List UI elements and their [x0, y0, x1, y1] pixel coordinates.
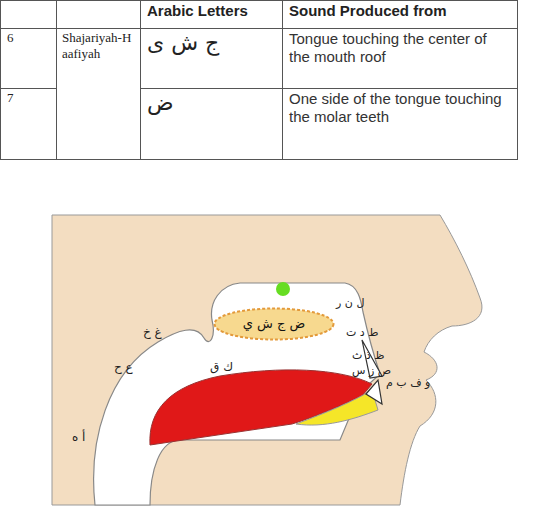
- articulation-label: ط د ت: [346, 326, 378, 339]
- under-tongue: [296, 390, 378, 425]
- column-header: Sound Produced from: [283, 2, 517, 20]
- category-name: Shajariyah-Haafiyah: [57, 30, 140, 61]
- articulation-label: ل ن ر: [336, 296, 364, 309]
- row-number: 7: [1, 90, 56, 106]
- arabic-letters: ض: [141, 90, 282, 116]
- arabic-letters: ج ش ى: [141, 30, 282, 56]
- row-number: 6: [1, 30, 56, 46]
- articulation-label: ك ق: [210, 360, 233, 374]
- table-grid: [1, 1, 518, 160]
- articulation-label: غ خ: [143, 325, 162, 339]
- sound-description: Tongue touching the center of the mouth …: [283, 30, 517, 66]
- oval-text: ض ج ش ي: [243, 316, 306, 332]
- sound-description: One side of the tongue touching the mola…: [283, 90, 517, 126]
- contact-dot: [276, 282, 290, 296]
- head-profile: [52, 215, 482, 505]
- articulation-label: و ف ب م: [386, 376, 430, 389]
- articulation-label: ظ ذ ث: [352, 349, 384, 362]
- mouth-cavity: [94, 283, 380, 505]
- articulation-label: أ ه: [72, 430, 85, 444]
- lower-teeth: [366, 380, 382, 404]
- articulation-label: ع ح: [114, 360, 133, 374]
- oval-outline: [215, 309, 334, 340]
- articulation-label: ص ز س: [352, 364, 391, 377]
- articulation-oval: ض ج ش ي: [213, 307, 335, 341]
- column-header: Arabic Letters: [141, 2, 282, 20]
